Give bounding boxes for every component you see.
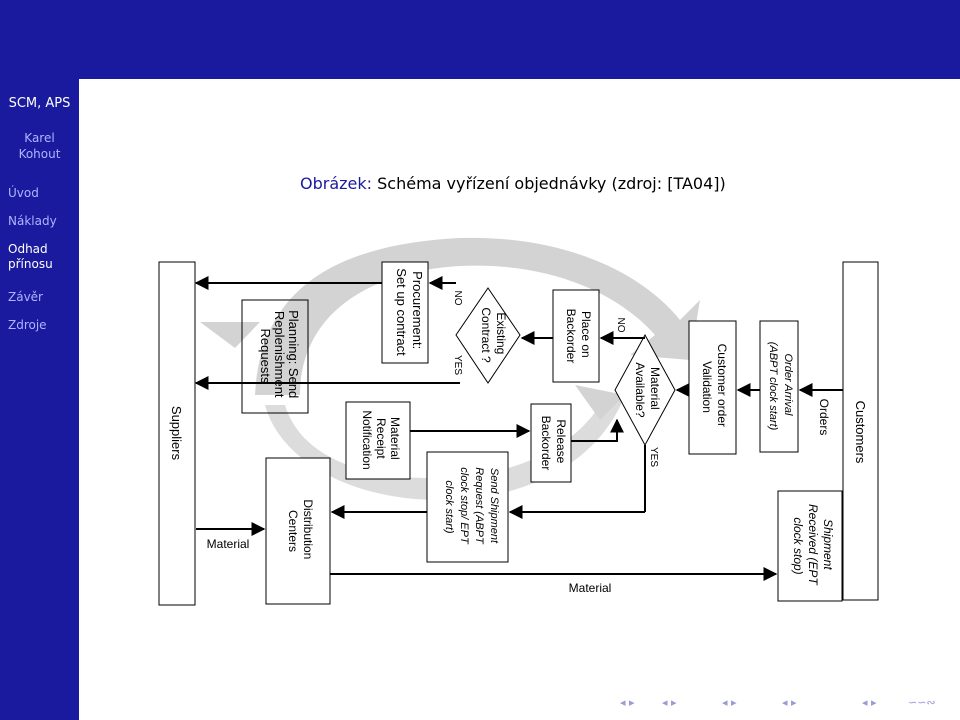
header-bar <box>79 0 960 79</box>
order-fulfillment-diagram: Suppliers Customers Procurement: Set up … <box>158 237 879 606</box>
sidebar: SCM, APS Karel Kohout Úvod Náklady Odhad… <box>0 0 79 720</box>
suppliers-box <box>158 261 196 606</box>
yes-label-2: YES <box>648 447 659 467</box>
sidebar-item-odhad-prinosu[interactable]: Odhad přínosu <box>8 242 78 272</box>
sidebar-item-zaver[interactable]: Závěr <box>8 290 43 304</box>
planning-box <box>241 299 309 414</box>
suppliers-label: Suppliers <box>169 406 184 461</box>
sidebar-item-naklady[interactable]: Náklady <box>8 214 57 228</box>
search-icon[interactable]: ∽∽∾ <box>908 696 936 709</box>
sidebar-item-label: Odhad <box>8 242 48 256</box>
material-receipt-box <box>345 401 411 480</box>
procurement-box <box>381 261 429 364</box>
shipment-received-box <box>777 490 843 602</box>
sidebar-item-zdroje[interactable]: Zdroje <box>8 318 47 332</box>
yes-label-1: YES <box>452 355 463 375</box>
figure-caption: Obrázek: Schéma vyřízení objednávky (zdr… <box>300 174 726 193</box>
presentation-title[interactable]: SCM, APS <box>8 96 71 111</box>
planning-label: Planning: Send Replenishment Requests <box>258 310 301 402</box>
existing-contract-label: Existing Contract ? <box>479 307 508 363</box>
existing-contract-decision <box>455 287 521 384</box>
beamer-navigation: ◂ ▸ ◂ ▸ ◂ ▸ ◂ ▸ ◂ ▸ ∽∽∾ <box>620 696 960 714</box>
sidebar-item-uvod[interactable]: Úvod <box>8 186 39 200</box>
release-backorder-box <box>530 403 572 483</box>
caption-text: Schéma vyřízení objednávky (zdroj: [TA04… <box>377 174 726 193</box>
material-receipt-label: Material Receipt Notification <box>360 410 402 469</box>
no-label-2: NO <box>615 318 626 333</box>
nav-slide-arrows[interactable]: ◂ ▸ <box>782 696 797 709</box>
caption-label: Obrázek: <box>300 174 373 193</box>
customer-validation-label: Customer order Validation <box>700 344 729 431</box>
place-backorder-label: Place on Backorder <box>564 309 593 364</box>
author-name[interactable]: Karel Kohout <box>0 130 79 162</box>
nav-subsection-arrows[interactable]: ◂ ▸ <box>722 696 737 709</box>
nav-frame-arrows[interactable]: ◂ ▸ <box>620 696 635 709</box>
author-first-name: Karel <box>24 131 55 145</box>
procurement-label: Procurement: Set up contract <box>394 268 425 356</box>
author-last-name: Kohout <box>18 147 61 161</box>
shipment-received-label: Shipment Received (EPT clock stop) <box>791 504 835 588</box>
orders-label: Orders <box>817 399 831 436</box>
distribution-centers-label: Distribution Centers <box>286 499 315 562</box>
material-label-bottom: Material <box>569 581 612 595</box>
material-label-left: Material <box>207 537 250 551</box>
customers-label: Customers <box>853 401 868 464</box>
customers-box <box>842 261 879 601</box>
sidebar-item-label: přínosu <box>8 257 53 271</box>
release-backorder-label: Release Backorder <box>539 416 568 471</box>
distribution-centers-box <box>265 457 331 605</box>
send-shipment-request-box <box>426 451 509 563</box>
order-arrival-label: Order Arrival (ABPT clock start) <box>767 342 794 431</box>
nav-appendix-arrows[interactable]: ◂ ▸ <box>862 696 877 709</box>
nav-section-arrows[interactable]: ◂ ▸ <box>662 696 677 709</box>
place-on-backorder-box <box>552 289 600 383</box>
order-arrival-box <box>759 320 799 453</box>
customer-order-validation-box <box>688 320 737 455</box>
no-label-1: NO <box>452 291 463 306</box>
flow-arrows <box>194 276 843 581</box>
send-shipment-label: Send Shipment Request (ABPT clock stop/ … <box>443 467 500 546</box>
material-available-label: Material Available? <box>633 362 662 417</box>
